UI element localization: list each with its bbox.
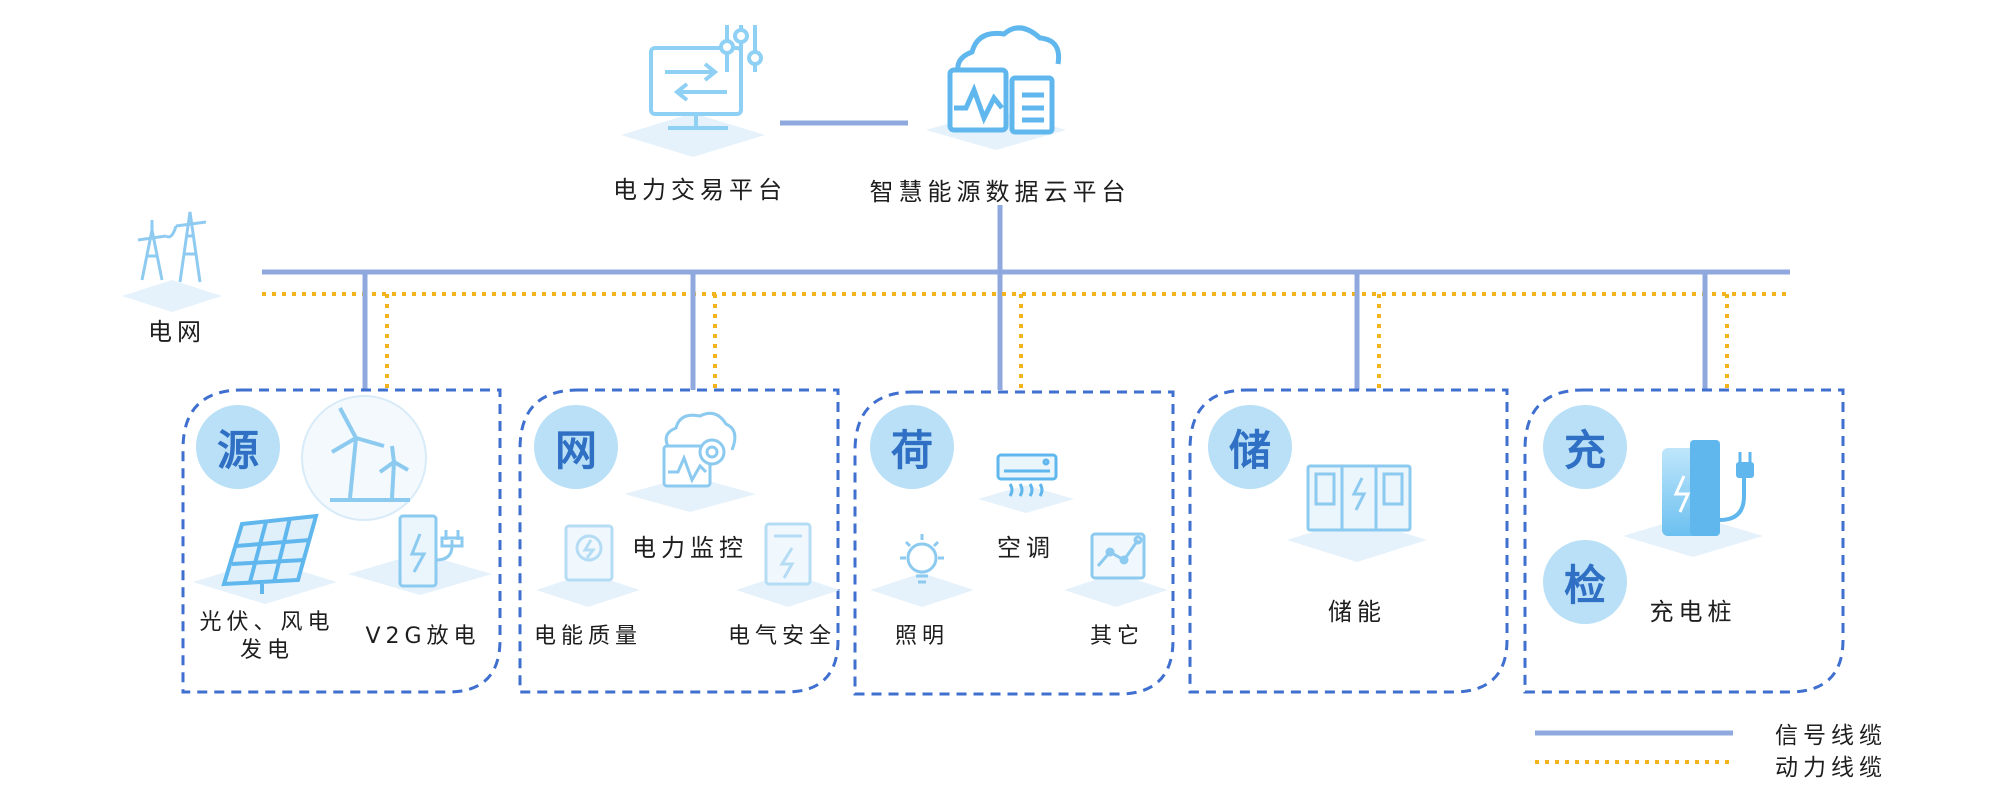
ev-charger-icon xyxy=(1662,440,1754,536)
badge-storage: 储 xyxy=(1208,405,1292,489)
air-conditioner-icon xyxy=(996,453,1058,497)
source-label-pv-wind: 光伏、风电 xyxy=(199,610,335,635)
network-label-monitoring: 电力监控 xyxy=(632,534,748,562)
group-box-load xyxy=(853,390,1175,696)
load-label-ac: 空调 xyxy=(997,534,1055,562)
load-label-other: 其它 xyxy=(1089,624,1145,649)
cloud-data-icon xyxy=(947,25,1062,135)
storage-label: 储能 xyxy=(1328,598,1386,626)
charging-label: 充电桩 xyxy=(1649,598,1737,626)
badge-source: 源 xyxy=(196,405,280,489)
source-label-generation: 发电 xyxy=(239,638,295,663)
legend-power-label: 动力线缆 xyxy=(1775,755,1887,781)
bus-drops xyxy=(362,272,1729,390)
grid-label: 电网 xyxy=(148,318,206,346)
line-chart-icon xyxy=(1090,532,1146,580)
load-label-lighting: 照明 xyxy=(894,624,950,649)
source-label-v2g: V2G放电 xyxy=(365,624,481,649)
legend-signal-label: 信号线缆 xyxy=(1775,723,1887,749)
badge-charging: 充 xyxy=(1543,405,1627,489)
solar-panel-icon xyxy=(221,513,319,594)
electrical-safety-icon xyxy=(764,522,812,586)
group-box-source xyxy=(181,388,502,694)
light-bulb-icon xyxy=(900,534,944,584)
wind-turbine-icon xyxy=(301,395,427,521)
group-box-network xyxy=(518,388,840,694)
power-tower-icon xyxy=(137,211,207,283)
badge-inspection: 检 xyxy=(1543,540,1627,624)
monitor-exchange-icon xyxy=(649,25,763,130)
network-label-safety: 电气安全 xyxy=(727,624,837,649)
storage-cabinet-icon xyxy=(1306,464,1412,532)
network-label-quality: 电能质量 xyxy=(533,624,643,649)
group-box-storage xyxy=(1188,388,1509,694)
cloud-platform-label: 智慧能源数据云平台 xyxy=(869,178,1131,206)
badge-network: 网 xyxy=(534,405,618,489)
group-box-charging xyxy=(1523,388,1845,694)
power-monitor-icon xyxy=(662,411,737,488)
trading-platform-label: 电力交易平台 xyxy=(613,176,787,204)
power-quality-icon xyxy=(564,524,614,582)
badge-load: 荷 xyxy=(870,405,954,489)
v2g-charger-icon xyxy=(398,514,464,588)
